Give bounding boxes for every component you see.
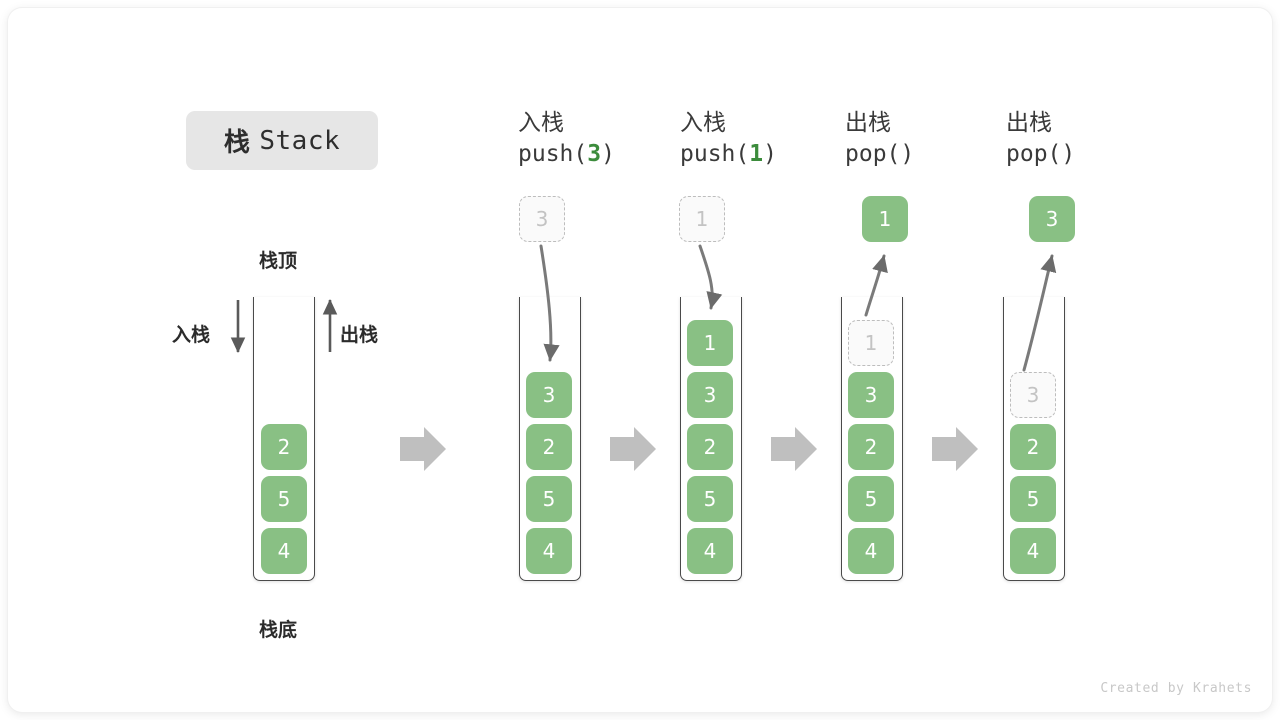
footer-credit: Created by Krahets (1100, 681, 1252, 696)
step-header-pop-3: 出栈 pop() (1006, 108, 1186, 170)
stack-cell: 4 (687, 528, 733, 574)
floating-result-pop-3: 3 (1029, 196, 1075, 242)
floating-operand-push-1: 1 (679, 196, 725, 242)
stack-cell: 5 (848, 476, 894, 522)
step-header-push-3: 入栈 push(3) (518, 108, 698, 170)
code-arg: 3 (587, 141, 602, 167)
step-op-code: push(3) (518, 138, 698, 170)
stack-cell: 4 (526, 528, 572, 574)
stack-cell: 5 (687, 476, 733, 522)
step-op-code: pop() (1006, 138, 1186, 170)
stack-cell-removed-ghost: 1 (848, 320, 894, 366)
code-pre: pop( (845, 141, 901, 167)
code-post: ) (900, 141, 915, 167)
stack-cell: 4 (1010, 528, 1056, 574)
stack-cell: 3 (848, 372, 894, 418)
step-op-code: push(1) (680, 138, 860, 170)
stack-cell: 1 (687, 320, 733, 366)
stack-cell: 2 (526, 424, 572, 470)
label-stack-top: 栈顶 (259, 250, 298, 272)
stack-cell: 5 (526, 476, 572, 522)
stack-cell: 4 (261, 528, 307, 574)
step-header-pop-1: 出栈 pop() (845, 108, 1025, 170)
floating-result-pop-1: 1 (862, 196, 908, 242)
stack-cell-removed-ghost: 3 (1010, 372, 1056, 418)
step-op-cjk: 出栈 (1006, 110, 1052, 136)
stack-cell: 2 (848, 424, 894, 470)
label-pop-side: 出栈 (340, 324, 379, 346)
stack-cell: 5 (261, 476, 307, 522)
stack-cell: 3 (526, 372, 572, 418)
step-op-cjk: 入栈 (518, 110, 564, 136)
stack-cell: 5 (1010, 476, 1056, 522)
step-op-cjk: 出栈 (845, 110, 891, 136)
code-post: ) (1061, 141, 1076, 167)
floating-operand-push-3: 3 (519, 196, 565, 242)
code-post: ) (763, 141, 777, 167)
stack-cell: 3 (687, 372, 733, 418)
code-pre: push( (518, 141, 588, 167)
code-arg: 1 (749, 141, 764, 167)
step-op-code: pop() (845, 138, 1025, 170)
code-pre: push( (680, 141, 750, 167)
label-push-side: 入栈 (172, 324, 211, 346)
code-post: ) (601, 141, 615, 167)
title-latin: Stack (259, 125, 341, 156)
stack-cell: 2 (261, 424, 307, 470)
stack-cell: 2 (1010, 424, 1056, 470)
title-cjk: 栈 (223, 128, 251, 158)
stack-cell: 2 (687, 424, 733, 470)
code-pre: pop( (1006, 141, 1062, 167)
step-op-cjk: 入栈 (680, 110, 726, 136)
title-chip: 栈 Stack (186, 111, 378, 170)
stack-cell: 4 (848, 528, 894, 574)
label-stack-bottom: 栈底 (259, 619, 298, 641)
step-header-push-1: 入栈 push(1) (680, 108, 860, 170)
